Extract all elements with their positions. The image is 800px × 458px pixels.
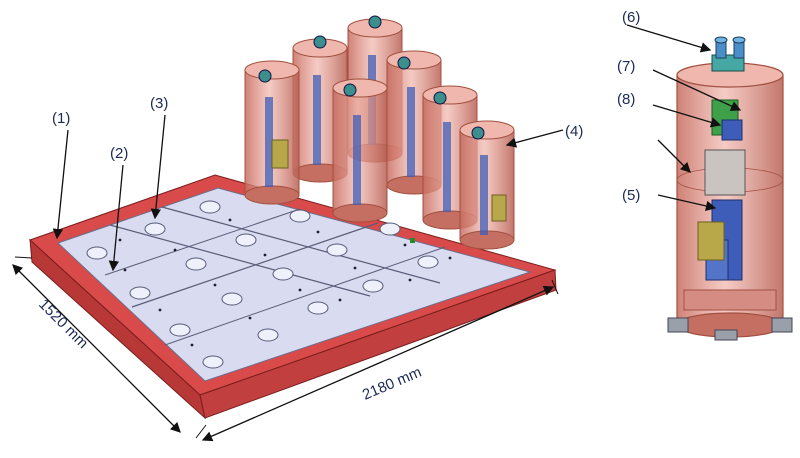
detector-cylinder-detail [667,36,793,341]
callout-3: (3) [150,95,168,112]
callout-2: (2) [110,145,128,162]
cylinder [332,78,388,223]
callout-5: (5) [622,187,640,204]
leader-lines [52,24,742,272]
cylinder [244,60,300,205]
green-marker [410,238,415,243]
callout-4: (4) [565,123,583,140]
detector-cylinders [244,15,515,250]
callout-1: (1) [52,110,70,127]
callout-8: (8) [617,91,635,108]
length-dimension-label: 2180 mm [360,364,424,404]
dimension-lines [12,256,559,442]
callout-6: (6) [622,9,640,26]
cylinder [459,120,515,250]
callout-7: (7) [617,58,635,75]
